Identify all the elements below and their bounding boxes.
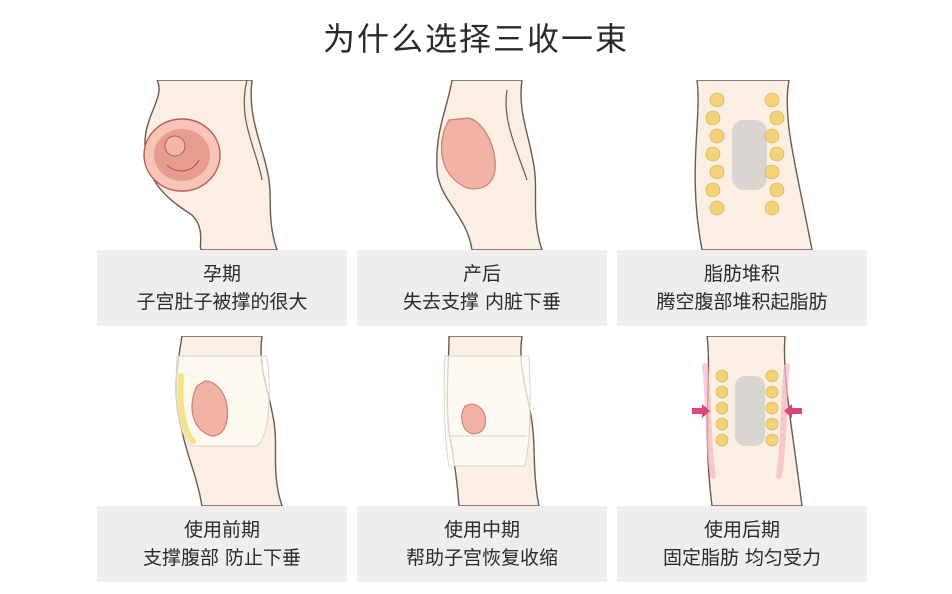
card-title: 产后 (462, 263, 501, 285)
card-caption: 使用后期 固定脂肪 均匀受力 (617, 506, 867, 582)
card-description: 失去支撑 内脏下垂 (402, 291, 562, 313)
card-late-use: 使用后期 固定脂肪 均匀受力 (617, 336, 867, 582)
card-postpartum: 产后 失去支撑 内脏下垂 (357, 80, 607, 326)
card-caption: 使用中期 帮助子宫恢复收缩 (357, 506, 607, 582)
card-fat: 脂肪堆积 腾空腹部堆积起脂肪 (617, 80, 867, 326)
postpartum-illustration (357, 80, 607, 250)
card-title: 使用后期 (703, 519, 780, 541)
card-description: 支撑腹部 防止下垂 (142, 547, 302, 569)
card-description: 腾空腹部堆积起脂肪 (656, 291, 828, 313)
arrow-right-icon (692, 404, 710, 418)
card-mid-use: 使用中期 帮助子宫恢复收缩 (357, 336, 607, 582)
fat-illustration (617, 80, 867, 250)
card-caption: 孕期 子宫肚子被撑的很大 (97, 250, 347, 326)
page-title: 为什么选择三收一束 (322, 20, 629, 58)
card-description: 帮助子宫恢复收缩 (405, 547, 558, 569)
pregnancy-illustration (97, 80, 347, 250)
late-use-illustration (617, 336, 867, 506)
mid-use-illustration (357, 336, 607, 506)
card-description: 固定脂肪 均匀受力 (662, 547, 822, 569)
early-use-illustration (97, 336, 347, 506)
card-caption: 产后 失去支撑 内脏下垂 (357, 250, 607, 326)
card-title: 孕期 (202, 263, 241, 285)
card-title: 脂肪堆积 (703, 263, 780, 285)
card-caption: 使用前期 支撑腹部 防止下垂 (97, 506, 347, 582)
arrow-left-icon (784, 404, 802, 418)
card-title: 使用中期 (443, 519, 520, 541)
comparison-grid: 孕期 子宫肚子被撑的很大 产后 失去支撑 内脏下垂 (97, 80, 867, 582)
card-caption: 脂肪堆积 腾空腹部堆积起脂肪 (617, 250, 867, 326)
card-title: 使用前期 (183, 519, 260, 541)
card-pregnancy: 孕期 子宫肚子被撑的很大 (97, 80, 347, 326)
card-early-use: 使用前期 支撑腹部 防止下垂 (97, 336, 347, 582)
card-description: 子宫肚子被撑的很大 (136, 291, 308, 313)
